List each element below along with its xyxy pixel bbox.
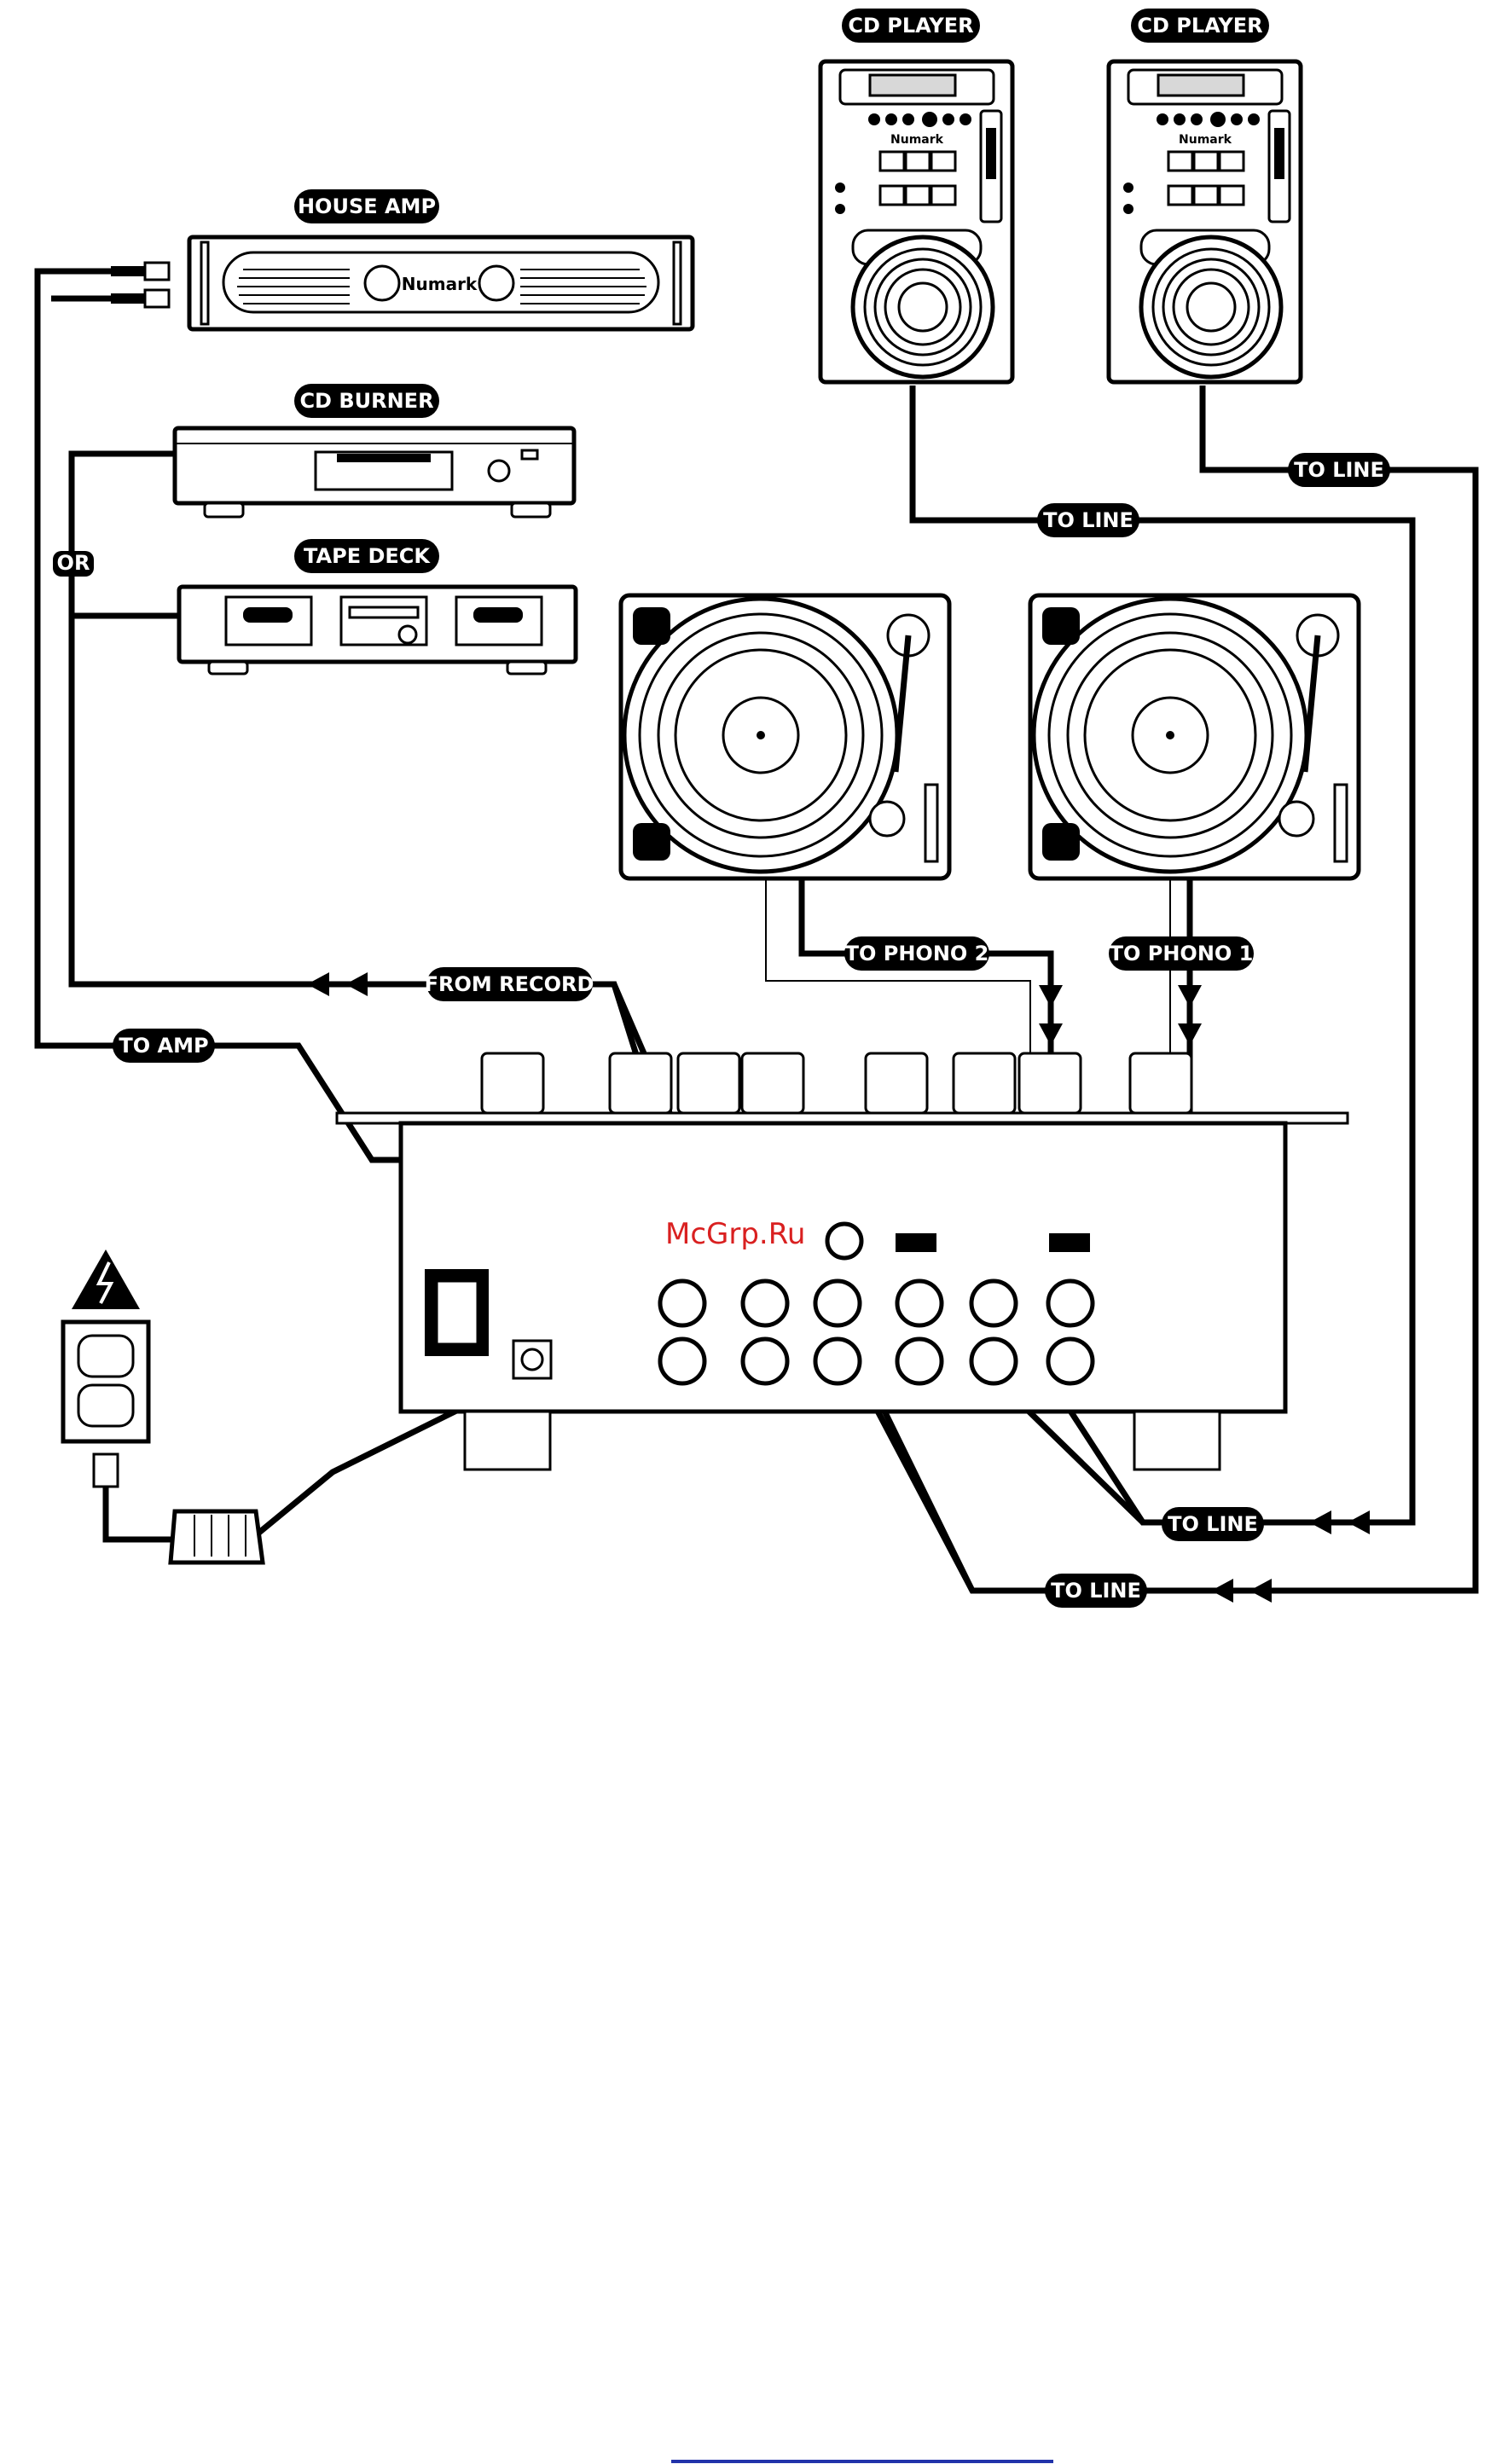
label-house-amp: HOUSE AMP bbox=[294, 189, 439, 223]
label-to-phono-1: TO PHONO 1 bbox=[1109, 936, 1254, 971]
svg-text:TO LINE: TO LINE bbox=[1294, 458, 1384, 482]
label-cd-burner: CD BURNER bbox=[294, 384, 439, 418]
svg-text:TO LINE: TO LINE bbox=[1051, 1579, 1141, 1603]
power-outlet bbox=[63, 1249, 148, 1487]
cd-player-left: Numark bbox=[820, 61, 1012, 382]
svg-text:TO LINE: TO LINE bbox=[1168, 1512, 1258, 1536]
svg-text:OR: OR bbox=[57, 551, 90, 575]
label-to-amp: TO AMP bbox=[113, 1029, 215, 1063]
svg-text:TO AMP: TO AMP bbox=[119, 1034, 208, 1058]
cd-brand-left: Numark bbox=[890, 133, 944, 147]
mixer bbox=[337, 1053, 1348, 1470]
svg-text:TO LINE: TO LINE bbox=[1043, 508, 1133, 532]
turntable-left bbox=[621, 595, 949, 878]
label-cd-player-right: CD PLAYER bbox=[1131, 9, 1269, 43]
svg-text:CD PLAYER: CD PLAYER bbox=[848, 14, 973, 38]
tape-deck bbox=[179, 587, 576, 674]
cd-brand-right: Numark bbox=[1179, 133, 1232, 147]
footer-link-bar[interactable] bbox=[671, 2460, 1053, 2463]
label-from-record: FROM RECORD bbox=[425, 967, 594, 1001]
svg-text:HOUSE AMP: HOUSE AMP bbox=[298, 194, 436, 218]
svg-text:TO PHONO 2: TO PHONO 2 bbox=[845, 942, 989, 965]
cd-player-right: Numark bbox=[1109, 61, 1301, 382]
house-amp: Numark bbox=[111, 237, 693, 329]
svg-text:TAPE DECK: TAPE DECK bbox=[304, 544, 431, 568]
label-to-line-cd-left: TO LINE bbox=[1037, 503, 1139, 537]
power-adapter bbox=[171, 1511, 263, 1562]
label-to-line-mixer-lower: TO LINE bbox=[1045, 1574, 1147, 1608]
label-to-line-mixer-upper: TO LINE bbox=[1162, 1507, 1264, 1541]
svg-text:FROM RECORD: FROM RECORD bbox=[425, 972, 594, 996]
svg-text:CD BURNER: CD BURNER bbox=[299, 389, 433, 413]
turntable-right bbox=[1030, 595, 1359, 878]
label-to-phono-2: TO PHONO 2 bbox=[844, 936, 989, 971]
svg-text:CD PLAYER: CD PLAYER bbox=[1137, 14, 1262, 38]
svg-text:TO PHONO 1: TO PHONO 1 bbox=[1110, 942, 1254, 965]
label-or: OR bbox=[53, 551, 94, 577]
cd-burner bbox=[175, 428, 574, 517]
label-cd-player-left: CD PLAYER bbox=[842, 9, 980, 43]
label-tape-deck: TAPE DECK bbox=[294, 539, 439, 573]
label-to-line-cd-right: TO LINE bbox=[1288, 453, 1390, 487]
watermark-text: McGrp.Ru bbox=[665, 1217, 805, 1251]
amp-brand: Numark bbox=[402, 274, 478, 294]
